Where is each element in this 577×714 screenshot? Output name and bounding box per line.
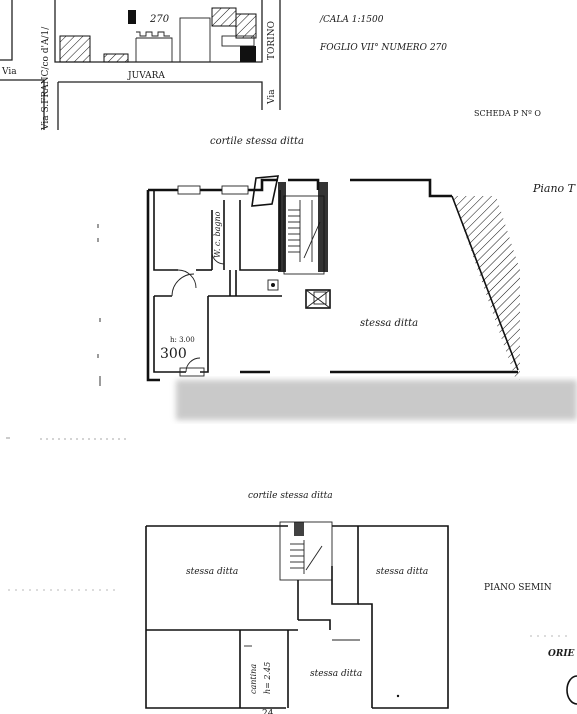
street-sfrancesco: Via S.FRANC/co d'A/1/ xyxy=(41,26,51,131)
cellar-height-label: h= 2.45 xyxy=(263,662,272,694)
lower-margin-marks xyxy=(8,589,570,637)
scale-label: /CALA 1:1500 xyxy=(319,15,384,25)
location-map: 270 Via JUVARA Via S.FRANC/co d'A/1/ TOR… xyxy=(0,0,281,131)
lower-right-room-label: stessa ditta xyxy=(376,567,428,577)
street-via-torino: Via xyxy=(267,89,277,105)
wc-label: W. c. bagno xyxy=(213,211,222,258)
lower-floor-label: PIANO SEMIN xyxy=(484,583,552,593)
height-label: h: 3.00 xyxy=(170,336,195,344)
scan-noise xyxy=(6,437,130,440)
lower-courtyard-label: cortile stessa ditta xyxy=(248,491,333,501)
bottom-fragment-label: 24 xyxy=(262,709,274,714)
lower-floor-plan: stessa ditta stessa ditta stessa ditta c… xyxy=(145,521,449,714)
lower-left-room-label: stessa ditta xyxy=(186,567,238,577)
dot-mark xyxy=(396,694,400,698)
upper-floor-plan: W. c. bagno h: 3.00 300 stessa ditta xyxy=(146,175,520,382)
scheda-label: SCHEDA P Nº O xyxy=(474,109,541,118)
street-via-left: Via xyxy=(1,67,17,77)
sheet-reference: FOGLIO VII° NUMERO 270 xyxy=(319,43,447,53)
cellar-label: cantina xyxy=(249,664,258,694)
parcel-number: 270 xyxy=(149,14,170,25)
north-arrow-fragment xyxy=(566,675,577,705)
upper-same-owner-label: stessa ditta xyxy=(360,318,418,329)
lower-bottom-room-label: stessa ditta xyxy=(310,669,362,679)
street-torino: TORINO xyxy=(267,21,277,60)
upper-courtyard-label: cortile stessa ditta xyxy=(210,136,304,147)
area-label: 300 xyxy=(160,346,187,362)
margin-marks xyxy=(97,224,101,386)
redacted-area xyxy=(176,380,577,420)
north-label: ORIE xyxy=(548,649,575,659)
upper-floor-label: Piano T xyxy=(532,182,577,195)
street-juvara: JUVARA xyxy=(127,71,165,81)
